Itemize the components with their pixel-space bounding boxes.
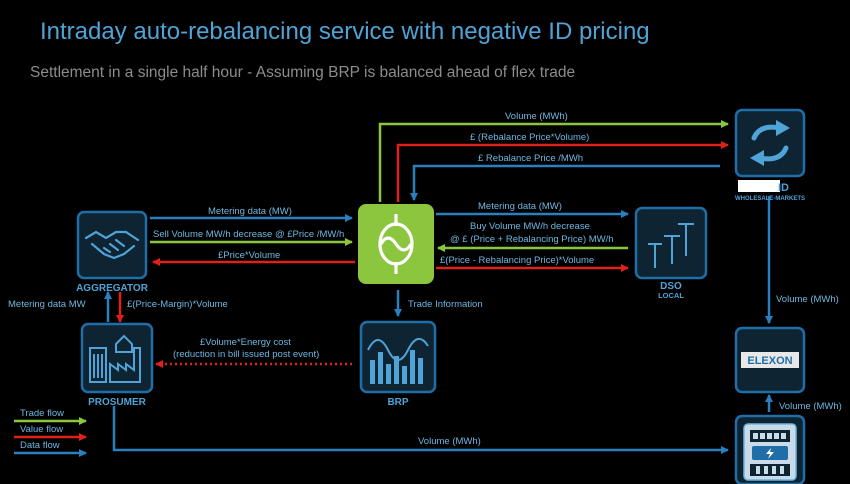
label-volume-mwh-top: Volume (MWh) [505,111,568,122]
page-subtitle: Settlement in a single half hour - Assum… [30,64,576,81]
data-arrow-prosumer-to-meter [112,406,729,454]
id-logo-redaction [738,180,780,192]
dso-label: DSO [660,281,682,292]
elexon-node: ELEXON [734,326,806,394]
hub-logo-icon [378,214,414,274]
elexon-label: ELEXON [747,355,792,367]
label-volume-meter-elexon: Volume (MWh) [779,401,842,412]
label-price-margin: £(Price-Margin)*Volume [127,299,228,310]
value-arrow-hub-to-id [396,141,729,202]
label-sell-volume: Sell Volume MW/h decrease @ £Price /MW/h [153,229,344,240]
label-energy-cost-1: £Volume*Energy cost [200,337,291,348]
label-price-volume: £Price*Volume [218,250,280,261]
page-title: Intraday auto-rebalancing service with n… [40,18,650,45]
brp-node: BRP [359,320,437,408]
dso-sub-label: LOCAL [658,291,684,300]
meter-node [734,414,806,484]
label-metering-agg: Metering data (MW) [208,206,292,217]
label-volume-id-elexon: Volume (MWh) [776,294,839,305]
power-lines-icon [648,223,694,268]
aggregator-label: AGGREGATOR [76,283,149,294]
aggregator-node: AGGREGATOR [76,210,149,294]
legend-trade-label: Trade flow [20,408,64,419]
label-trade-information: Trade Information [408,299,483,310]
label-buy-volume-1: Buy Volume MW/h decrease [470,221,590,232]
electricity-meter-icon [743,423,797,481]
trade-arrow-hub-to-id [378,120,729,202]
label-metering-mw: Metering data MW [8,299,86,310]
id-label: ID [778,182,789,194]
legend: Trade flow Value flow Data flow [14,408,87,457]
label-rebalance-price: £ Rebalance Price /MWh [478,153,583,164]
bar-wave-icon [367,338,429,384]
label-rebalance-value: £ (Rebalance Price*Volume) [470,132,589,143]
label-price-minus-rebal: £(Price - Rebalancing Price)*Volume [440,255,594,266]
data-arrow-id-to-hub [410,164,720,201]
label-volume-bottom: Volume (MWh) [418,436,481,447]
label-energy-cost-2: (reduction in bill issued post event) [173,349,319,360]
handshake-icon [84,230,140,260]
dso-node: DSO LOCAL [634,206,708,300]
legend-data-label: Data flow [20,440,60,451]
brp-label: BRP [387,397,408,408]
prosumer-node: PROSUMER [80,322,154,408]
id-sub-label: WHOLESALE-MARKETS [735,196,805,202]
hub-node [358,204,434,284]
label-metering-dso: Metering data (MW) [478,201,562,212]
label-buy-volume-2: @ £ (Price + Rebalancing Price) MW/h [450,234,614,245]
legend-value-label: Value flow [20,424,63,435]
prosumer-label: PROSUMER [88,397,147,408]
elexon-logo-icon [741,352,799,368]
id-node: ID WHOLESALE-MARKETS [734,108,806,202]
buildings-icon [89,334,141,383]
